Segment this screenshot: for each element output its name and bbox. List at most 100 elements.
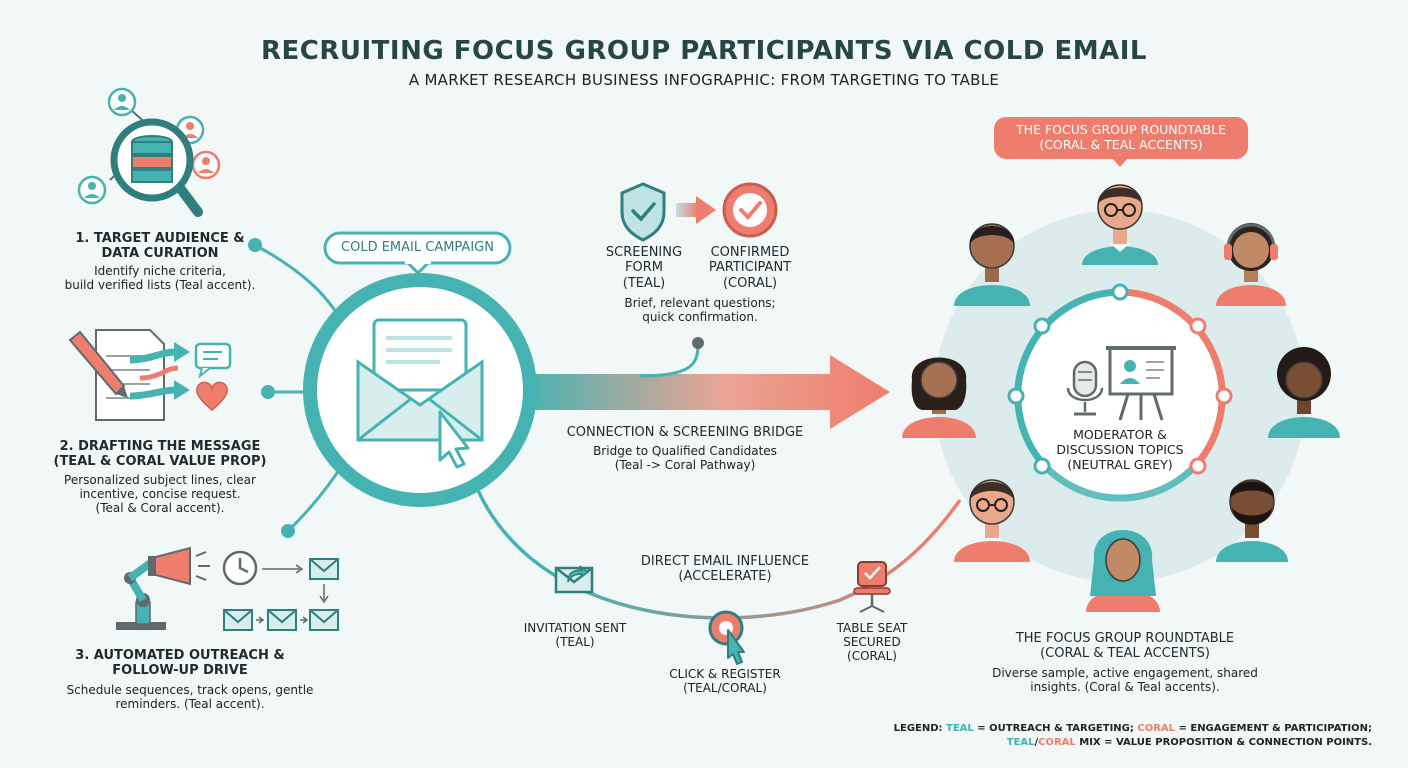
participant-avatar: [1086, 530, 1160, 612]
moderator-label-line: MODERATOR &: [1073, 427, 1167, 442]
participant-avatar: [1082, 184, 1158, 265]
chair-check-icon: [853, 561, 891, 613]
step-3-description-line: Schedule sequences, track opens, gentle: [66, 683, 314, 697]
roundtable-badge-line: (CORAL & TEAL ACCENTS): [1039, 136, 1203, 152]
step-2-title: 2. DRAFTING THE MESSAGE (TEAL & CORAL VA…: [30, 439, 290, 470]
screening-form-line: FORM: [625, 260, 663, 276]
invitation-sent-line: INVITATION SENT: [523, 621, 627, 635]
invitation-envelope-icon: [554, 565, 594, 594]
influence-label-line: (ACCELERATE): [678, 569, 772, 585]
cold-email-hub: [303, 273, 537, 507]
roundtable-arc-teal: [1014, 288, 1121, 468]
roundtable-badge-label: THE FOCUS GROUP ROUNDTABLE (CORAL & TEAL…: [994, 122, 1248, 153]
page-title: RECRUITING FOCUS GROUP PARTICIPANTS VIA …: [261, 36, 1147, 66]
step-2-description-line: Personalized subject lines, clear: [64, 473, 256, 487]
connector-dots: [248, 238, 295, 538]
roundtable-description-line: Diverse sample, active engagement, share…: [992, 666, 1258, 680]
bridge-description-line: Bridge to Qualified Candidates: [593, 444, 777, 458]
step-1-title-line: DATA CURATION: [101, 246, 219, 262]
participant-avatar: [902, 357, 976, 438]
screening-form-label: SCREENING FORM (TEAL): [585, 245, 703, 291]
participant-avatar: [954, 223, 1030, 306]
roundtable-title: THE FOCUS GROUP ROUNDTABLE (CORAL & TEAL…: [990, 631, 1260, 662]
moderator-label-line: (NEUTRAL GREY): [1067, 456, 1173, 472]
table-seat-line: SECURED: [843, 635, 901, 650]
step-1-description-line: build verified lists (Teal accent).: [64, 278, 256, 293]
database-search-icon: [77, 87, 221, 217]
legend-mix-teal: TEAL: [1006, 736, 1035, 748]
legend-slash: /: [1034, 736, 1039, 748]
participant-avatar: [1268, 347, 1340, 438]
step-2-title-line: (TEAL & CORAL VALUE PROP): [53, 454, 267, 470]
confirmed-participant-line: PARTICIPANT: [708, 260, 792, 276]
step-1-title-line: 1. TARGET AUDIENCE &: [75, 231, 245, 246]
step-2-description-line: incentive, concise request.: [79, 487, 241, 502]
influence-label: DIRECT EMAIL INFLUENCE (ACCELERATE): [620, 554, 830, 585]
legend-teal: TEAL: [946, 723, 974, 734]
participant-avatar: [1216, 223, 1286, 306]
moderator-label-line: DISCUSSION TOPICS: [1056, 441, 1184, 457]
bridge-description-line: (Teal -> Coral Pathway): [614, 458, 756, 473]
invitation-sent-label: INVITATION SENT (TEAL): [505, 621, 645, 649]
screening-connector: [639, 344, 700, 378]
legend-mix-coral: CORAL: [1038, 736, 1076, 748]
screening-form-line: SCREENING: [605, 245, 683, 260]
step-3-title-line: 3. AUTOMATED OUTREACH &: [75, 648, 285, 663]
roundtable-arc-bottom: [1041, 462, 1199, 502]
roundtable-arc-coral: [1119, 288, 1226, 468]
confirmed-participant-line: (CORAL): [722, 275, 778, 291]
campaign-label: COLD EMAIL CAMPAIGN: [341, 240, 494, 255]
legend-mix-meaning: MIX = VALUE PROPOSITION & CONNECTION POI…: [1075, 736, 1372, 748]
click-register-line: CLICK & REGISTER: [669, 667, 781, 681]
microphone-icon: [1066, 360, 1104, 416]
bridge-description: Bridge to Qualified Candidates (Teal -> …: [560, 444, 810, 472]
screening-description-line: quick confirmation.: [642, 310, 758, 325]
participant-avatar: [1216, 479, 1288, 562]
shield-check-icon: [620, 182, 666, 242]
click-register-line: (TEAL/CORAL): [683, 681, 767, 696]
page-subtitle: A MARKET RESEARCH BUSINESS INFOGRAPHIC: …: [408, 71, 1000, 89]
roundtable-badge: [994, 117, 1248, 159]
step-3-description-line: reminders. (Teal accent).: [115, 697, 265, 712]
megaphone-robot-icon: [116, 546, 339, 631]
campaign-badge: [323, 231, 512, 276]
bridge-title: CONNECTION & SCREENING BRIDGE: [566, 425, 804, 440]
step-2-description-line: (Teal & Coral accent).: [95, 501, 225, 516]
step-1-title: 1. TARGET AUDIENCE & DATA CURATION: [40, 231, 280, 262]
invitation-sent-line: (TEAL): [555, 635, 595, 650]
step-2-description: Personalized subject lines, clear incent…: [30, 473, 290, 515]
legend-line-1: LEGEND: TEAL = OUTREACH & TARGETING; COR…: [894, 722, 1372, 736]
table-seat-label: TABLE SEAT SECURED (CORAL): [820, 621, 924, 663]
presentation-board-icon: [1106, 346, 1176, 421]
roundtable-badge-line: THE FOCUS GROUP ROUNDTABLE: [1016, 122, 1226, 137]
influence-label-line: DIRECT EMAIL INFLUENCE: [640, 554, 810, 569]
confirmed-participant-label: CONFIRMED PARTICIPANT (CORAL): [690, 245, 810, 291]
step-3-title-line: FOLLOW-UP DRIVE: [112, 663, 248, 679]
roundtable-title-line: THE FOCUS GROUP ROUNDTABLE: [1015, 631, 1235, 646]
step-1-description-line: Identify niche criteria,: [94, 264, 226, 278]
screening-form-line: (TEAL): [622, 275, 666, 291]
roundtable-title-line: (CORAL & TEAL ACCENTS): [1040, 646, 1210, 662]
step-1-description: Identify niche criteria, build verified …: [30, 264, 290, 292]
legend-teal-meaning: = OUTREACH & TARGETING;: [973, 723, 1138, 734]
step-3-description: Schedule sequences, track opens, gentle …: [60, 683, 320, 711]
bridge-arrow: [520, 355, 890, 429]
click-register-label: CLICK & REGISTER (TEAL/CORAL): [655, 667, 795, 695]
legend-prefix: LEGEND:: [893, 723, 947, 734]
roundtable-inner-disc: [1015, 291, 1225, 501]
legend-coral-meaning: = ENGAGEMENT & PARTICIPATION;: [1175, 723, 1372, 734]
moderator-label: MODERATOR & DISCUSSION TOPICS (NEUTRAL G…: [1040, 427, 1200, 472]
legend: LEGEND: TEAL = OUTREACH & TARGETING; COR…: [894, 722, 1372, 749]
step-2-title-line: 2. DRAFTING THE MESSAGE: [59, 439, 261, 454]
roundtable-nodes: [1007, 283, 1233, 475]
screening-connector-dot: [692, 337, 704, 349]
step-3-title: 3. AUTOMATED OUTREACH & FOLLOW-UP DRIVE: [60, 648, 300, 679]
screening-description-line: Brief, relevant questions;: [624, 296, 776, 310]
table-seat-line: TABLE SEAT: [836, 621, 908, 635]
legend-line-2: TEAL/CORAL MIX = VALUE PROPOSITION & CON…: [894, 736, 1372, 750]
legend-coral: CORAL: [1137, 723, 1176, 734]
roundtable-description-line: insights. (Coral & Teal accents).: [1030, 680, 1220, 695]
pencil-document-icon: [68, 329, 232, 421]
